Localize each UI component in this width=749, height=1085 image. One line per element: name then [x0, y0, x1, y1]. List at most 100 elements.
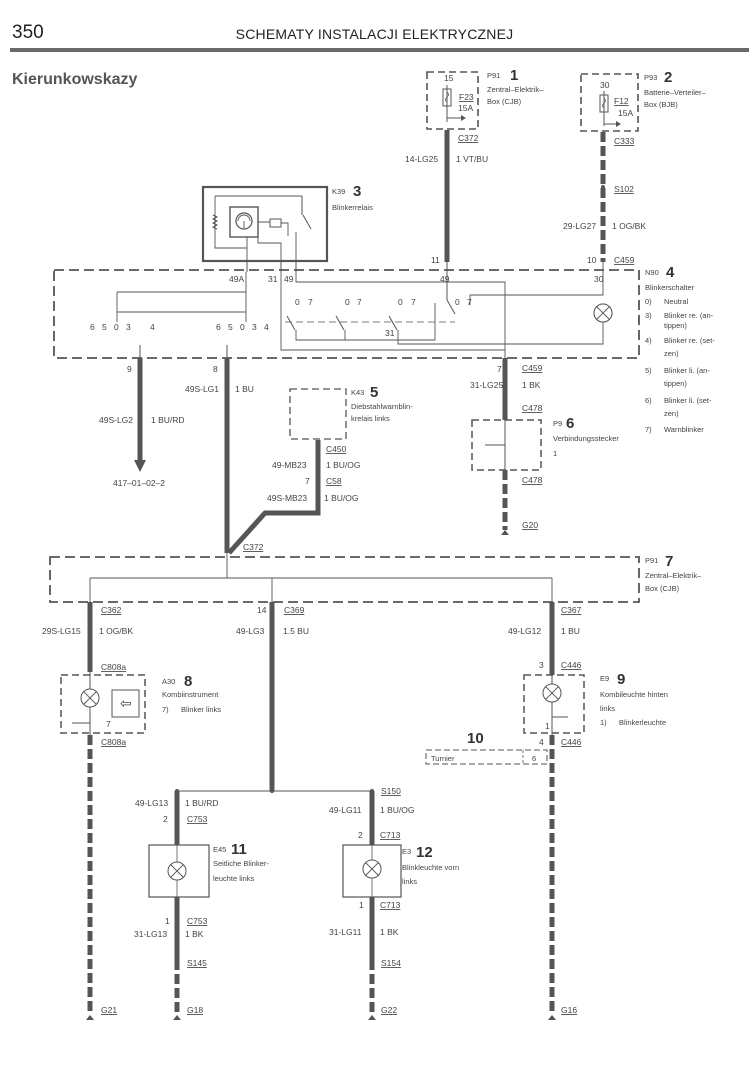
component-desc: Kombiinstrument: [162, 690, 219, 699]
ground-icon: [501, 530, 509, 535]
wire-spec: 1 BU: [235, 384, 254, 394]
component-number: 10: [467, 730, 484, 747]
component-number: 4: [666, 264, 675, 281]
contact-label: 5: [228, 322, 233, 332]
pin-label: 9: [127, 364, 132, 374]
component-number: 1: [510, 67, 518, 84]
splice-label: S154: [381, 958, 401, 968]
pin-label: 49A: [229, 274, 244, 284]
connector-label: C446: [561, 660, 582, 670]
pin-label: 49: [284, 274, 294, 284]
side-lamp-icon: [167, 861, 187, 881]
header-rule: [10, 48, 749, 52]
wire-spec: 1 BU/OG: [324, 493, 358, 503]
connector-label: C459: [522, 363, 543, 373]
svg-text:4): 4): [645, 336, 652, 345]
svg-text:7): 7): [645, 425, 652, 434]
svg-text:zen): zen): [664, 409, 679, 418]
wire-spec: 1 OG/BK: [99, 626, 133, 636]
contact-label: 5: [102, 322, 107, 332]
wire-id: 49-LG12: [508, 626, 541, 636]
svg-text:0): 0): [645, 297, 652, 306]
pin-label: 7: [497, 364, 502, 374]
page-reference: 417–01–02–2: [113, 478, 165, 488]
connector-p9: [471, 419, 542, 471]
component-code: K43: [351, 388, 364, 397]
wire-49-mb23: [227, 440, 321, 555]
contact-label: 3: [252, 322, 257, 332]
contact-label: 3: [126, 322, 131, 332]
component-code: E3: [402, 847, 411, 856]
contact-label: 4: [150, 322, 155, 332]
pin-label: 30: [594, 274, 604, 284]
wire-id: 29-LG27: [563, 221, 596, 231]
pin-label: 10: [587, 255, 597, 265]
pin-label: 1: [553, 449, 557, 458]
component-desc: Zentral–Elektrik–: [487, 85, 544, 94]
legend-key: 1): [600, 718, 607, 727]
wire-spec: 1 OG/BK: [612, 221, 646, 231]
component-code: E45: [213, 845, 226, 854]
wire-spec: 1 BU/RD: [185, 798, 219, 808]
pin-label: 3: [539, 660, 544, 670]
contact-label: 0: [398, 297, 403, 307]
svg-text:5): 5): [645, 366, 652, 375]
splice-dot: [370, 961, 374, 965]
wire-spec: 1 VT/BU: [456, 154, 488, 164]
svg-text:Blinker re. (an-: Blinker re. (an-: [664, 311, 714, 320]
svg-text:6): 6): [645, 396, 652, 405]
pin-label: 49: [440, 274, 450, 284]
connector-label: C713: [380, 900, 401, 910]
fuse-rating: 15A: [618, 108, 633, 118]
relay-k39: [201, 185, 329, 272]
fuse-box-p93: [580, 73, 639, 132]
wire-id: 49-MB23: [272, 460, 307, 470]
component-desc: Blinkerrelais: [332, 203, 373, 212]
component-code: K39: [332, 187, 345, 196]
pin-label: 2: [358, 830, 363, 840]
wire-spec: 1 BU/OG: [326, 460, 360, 470]
svg-text:Neutral: Neutral: [664, 297, 689, 306]
connector-label: C362: [101, 605, 122, 615]
component-number: 3: [353, 183, 361, 200]
fuse-box-p91-lower: [49, 553, 640, 603]
component-desc: Batterie–Verteiler–: [644, 88, 707, 97]
pin-label: 14: [257, 605, 267, 615]
svg-text:tippen): tippen): [664, 379, 687, 388]
connector-label: C753: [187, 916, 208, 926]
contact-label: 7: [357, 297, 362, 307]
component-desc: links: [402, 877, 417, 886]
splice-dot: [270, 789, 274, 793]
fuse-box-p91: [426, 71, 479, 130]
pin-label: 11: [431, 255, 440, 265]
pin-label: 1: [359, 900, 364, 910]
rear-lamp-icon: [542, 683, 562, 703]
connector-label: C58: [326, 476, 342, 486]
wire-id: 31-LG11: [329, 927, 362, 937]
svg-text:Blinker re. (set-: Blinker re. (set-: [664, 336, 715, 345]
connector-label: C753: [187, 814, 208, 824]
component-code: E9: [600, 674, 609, 683]
contact-label: 7: [411, 297, 416, 307]
component-desc: Box (CJB): [645, 584, 680, 593]
turn-arrow-icon: ⇦: [120, 695, 132, 711]
splice-dot: [601, 185, 605, 189]
svg-text:Blinker li. (set-: Blinker li. (set-: [664, 396, 712, 405]
connector-label: C372: [458, 133, 479, 143]
ground-icon: [173, 1015, 181, 1020]
wire-id: 49S-MB23: [267, 493, 307, 503]
wire-spec: 1 BK: [380, 927, 399, 937]
connector-label: C333: [614, 136, 635, 146]
component-desc: Verbindungsstecker: [553, 434, 619, 443]
wire-id: 49S-LG2: [99, 415, 133, 425]
ground-label: G18: [187, 1005, 203, 1015]
contact-label: 0: [345, 297, 350, 307]
component-desc: Box (CJB): [487, 97, 522, 106]
variant-label: Turnier: [431, 754, 455, 763]
switch-legend: 0)Neutral 3)Blinker re. (an-tippen) 4)Bl…: [645, 297, 715, 434]
pin-label: 1: [545, 721, 550, 731]
pin-label: 7: [305, 476, 310, 486]
component-desc: Diebstahlwarnblin-: [351, 402, 413, 411]
component-number: 12: [416, 844, 433, 861]
component-desc: Blinkleuchte vorn: [402, 863, 459, 872]
